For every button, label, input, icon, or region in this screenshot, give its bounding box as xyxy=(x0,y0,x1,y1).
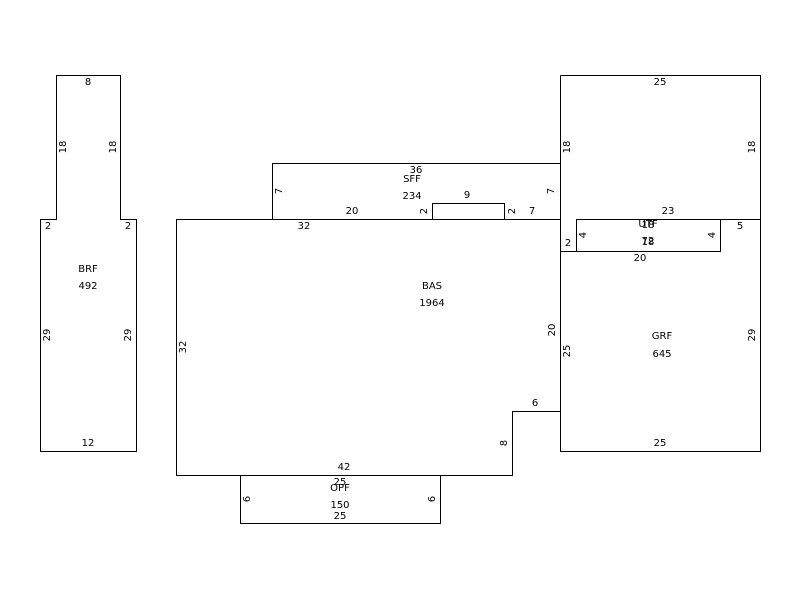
dim-brf-left-step: 2 xyxy=(45,221,51,232)
dim-brf-right-upper: 18 xyxy=(108,141,119,154)
dim-opf-right: 6 xyxy=(427,496,438,502)
opf-area-code: OPF xyxy=(330,483,350,494)
dim-utf-left: 4 xyxy=(578,232,589,238)
utf-outline xyxy=(576,219,721,252)
bas-area-code: BAS xyxy=(422,281,442,292)
dim-utf-bottom: 20 xyxy=(634,253,647,264)
dim-utf-right: 4 xyxy=(707,232,718,238)
opf-outline xyxy=(240,475,441,524)
utf-area-value: 72 xyxy=(642,236,655,247)
dim-brf-top: 8 xyxy=(85,77,91,88)
dim-bas-notch-top: 6 xyxy=(532,398,538,409)
dim-utf-inner: 18 xyxy=(642,237,655,248)
dim-sff-left: 7 xyxy=(274,188,285,194)
dim-bas-right-upper: 20 xyxy=(547,324,558,337)
dim-utf-top: 18 xyxy=(642,220,655,231)
dim-brf-right-step: 2 xyxy=(125,221,131,232)
bas-area-value: 1964 xyxy=(419,298,444,309)
sff-outline xyxy=(272,163,561,220)
grf-area-value: 645 xyxy=(652,349,671,360)
dim-opf-left: 6 xyxy=(242,496,253,502)
dim-opf-top: 25 xyxy=(334,477,347,488)
dim-sff-right: 7 xyxy=(546,188,557,194)
dim-bas-notch-side: 8 xyxy=(499,440,510,446)
dim-bas-bottom: 42 xyxy=(338,462,351,473)
brf-area-value: 492 xyxy=(78,281,97,292)
sff-area-value: 234 xyxy=(402,191,421,202)
grf-outline xyxy=(560,75,761,452)
dim-brf-right-lower: 29 xyxy=(123,329,134,342)
grf-area-code: GRF xyxy=(652,331,673,342)
brf-outline xyxy=(40,75,137,452)
dim-grf-left-lower: 25 xyxy=(562,345,573,358)
bas-outline xyxy=(176,219,561,476)
dim-grf-right-lower: 29 xyxy=(747,329,758,342)
dim-grf-top: 25 xyxy=(654,77,667,88)
dim-grf-right-upper: 18 xyxy=(747,141,758,154)
dim-brf-bottom: 12 xyxy=(82,438,95,449)
dim-brf-left-lower: 29 xyxy=(42,329,53,342)
dim-sff-top: 36 xyxy=(410,165,423,176)
dim-grf-bottom: 25 xyxy=(654,438,667,449)
dim-bas-left: 32 xyxy=(178,341,189,354)
dim-bas-top: 32 xyxy=(298,221,311,232)
sff-area-code: SFF xyxy=(403,174,421,185)
dim-sff-bottom-left: 20 xyxy=(346,206,359,217)
opf-area-value: 150 xyxy=(330,500,349,511)
dim-sff-bump-left: 2 xyxy=(419,208,430,214)
dim-sff-bottom-right: 7 xyxy=(529,206,535,217)
dim-grf-step-right: 5 xyxy=(737,221,743,232)
dim-grf-mid: 23 xyxy=(662,206,675,217)
dim-grf-left-upper: 18 xyxy=(562,141,573,154)
dim-sff-bump-top: 9 xyxy=(464,190,470,201)
dim-brf-left-upper: 18 xyxy=(58,141,69,154)
dim-sff-bump-right: 2 xyxy=(507,208,518,214)
utf-area-code: UTF xyxy=(638,219,657,230)
dim-opf-bottom: 25 xyxy=(334,511,347,522)
brf-area-code: BRF xyxy=(78,264,98,275)
dim-grf-step-left: 2 xyxy=(565,238,571,249)
